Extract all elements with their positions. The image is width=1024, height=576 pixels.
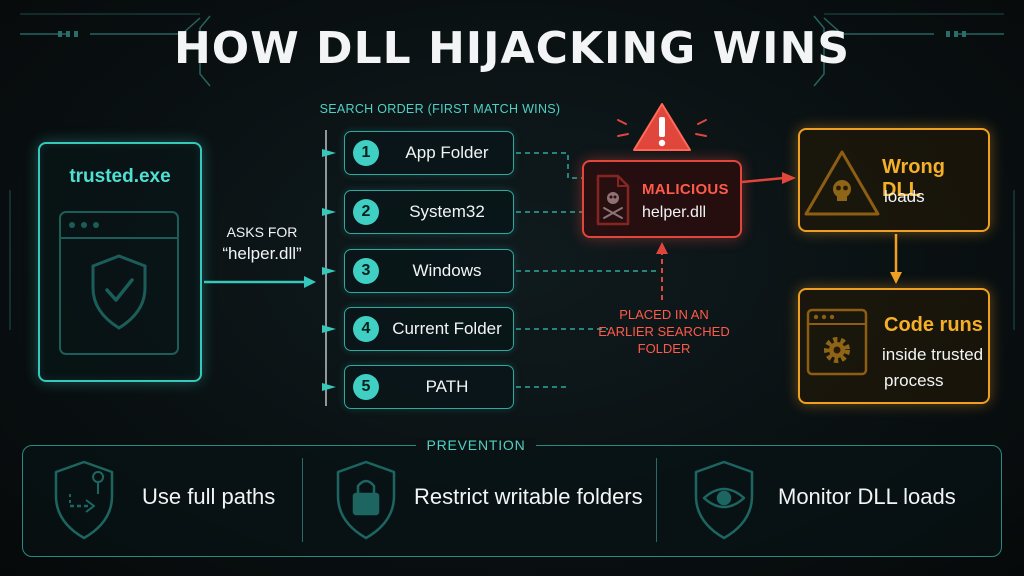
prevention-item-monitor-loads: Monitor DLL loads bbox=[778, 484, 956, 509]
outcome-detail: inside trusted bbox=[882, 345, 984, 364]
trusted-exe-card: trusted.exe bbox=[38, 142, 202, 382]
search-order-item: 1 App Folder bbox=[344, 131, 514, 175]
malicious-file: helper.dll bbox=[642, 204, 707, 221]
search-order-heading: SEARCH ORDER (FIRST MATCH WINS) bbox=[319, 102, 561, 116]
search-order-item: 4 Current Folder bbox=[344, 307, 514, 351]
order-label: PATH bbox=[425, 377, 469, 396]
outcome-detail: loads bbox=[884, 187, 925, 206]
order-number: 4 bbox=[353, 316, 379, 342]
placed-note: PLACED IN AN EARLIER SEARCHED FOLDER bbox=[590, 306, 738, 357]
outcome-title: Wrong DLL bbox=[882, 156, 945, 201]
order-label: System32 bbox=[409, 202, 485, 221]
placed-note-line2: EARLIER SEARCHED bbox=[598, 324, 730, 339]
warning-icon bbox=[617, 103, 707, 151]
malicious-dll-card: MALICIOUS helper.dll bbox=[582, 160, 742, 238]
order-number: 1 bbox=[353, 140, 379, 166]
prevention-item-full-paths: Use full paths bbox=[142, 484, 276, 509]
placed-note-line1: PLACED IN AN bbox=[619, 307, 709, 322]
request-label: ASKS FOR “helper.dll” bbox=[204, 222, 320, 264]
order-number: 3 bbox=[353, 258, 379, 284]
prevention-divider bbox=[656, 458, 657, 542]
search-order-item: 5 PATH bbox=[344, 365, 514, 409]
request-line2: “helper.dll” bbox=[222, 244, 302, 263]
exe-name: trusted.exe bbox=[69, 166, 171, 187]
order-label: Windows bbox=[412, 261, 482, 280]
search-order-item: 2 System32 bbox=[344, 190, 514, 234]
outcome-wrong-dll-card: Wrong DLL loads bbox=[798, 128, 990, 232]
page-title: HOW DLL HIJACKING WINS bbox=[173, 23, 851, 74]
malicious-title: MALICIOUS bbox=[642, 181, 729, 198]
order-number: 2 bbox=[353, 199, 379, 225]
order-label: App Folder bbox=[405, 143, 489, 162]
outcome-title: Code runs bbox=[884, 314, 983, 336]
placed-note-line3: FOLDER bbox=[637, 341, 691, 356]
outcome-code-runs-card: Code runs inside trusted process bbox=[798, 288, 990, 404]
prevention-divider bbox=[302, 458, 303, 542]
order-label: Current Folder bbox=[392, 319, 502, 338]
prevention-item-restrict-folders: Restrict writable folders bbox=[414, 484, 643, 509]
outcome-detail: process bbox=[884, 371, 944, 390]
prevention-heading: PREVENTION bbox=[416, 437, 536, 453]
search-order-item: 3 Windows bbox=[344, 249, 514, 293]
request-line1: ASKS FOR bbox=[226, 224, 298, 240]
order-number: 5 bbox=[353, 374, 379, 400]
